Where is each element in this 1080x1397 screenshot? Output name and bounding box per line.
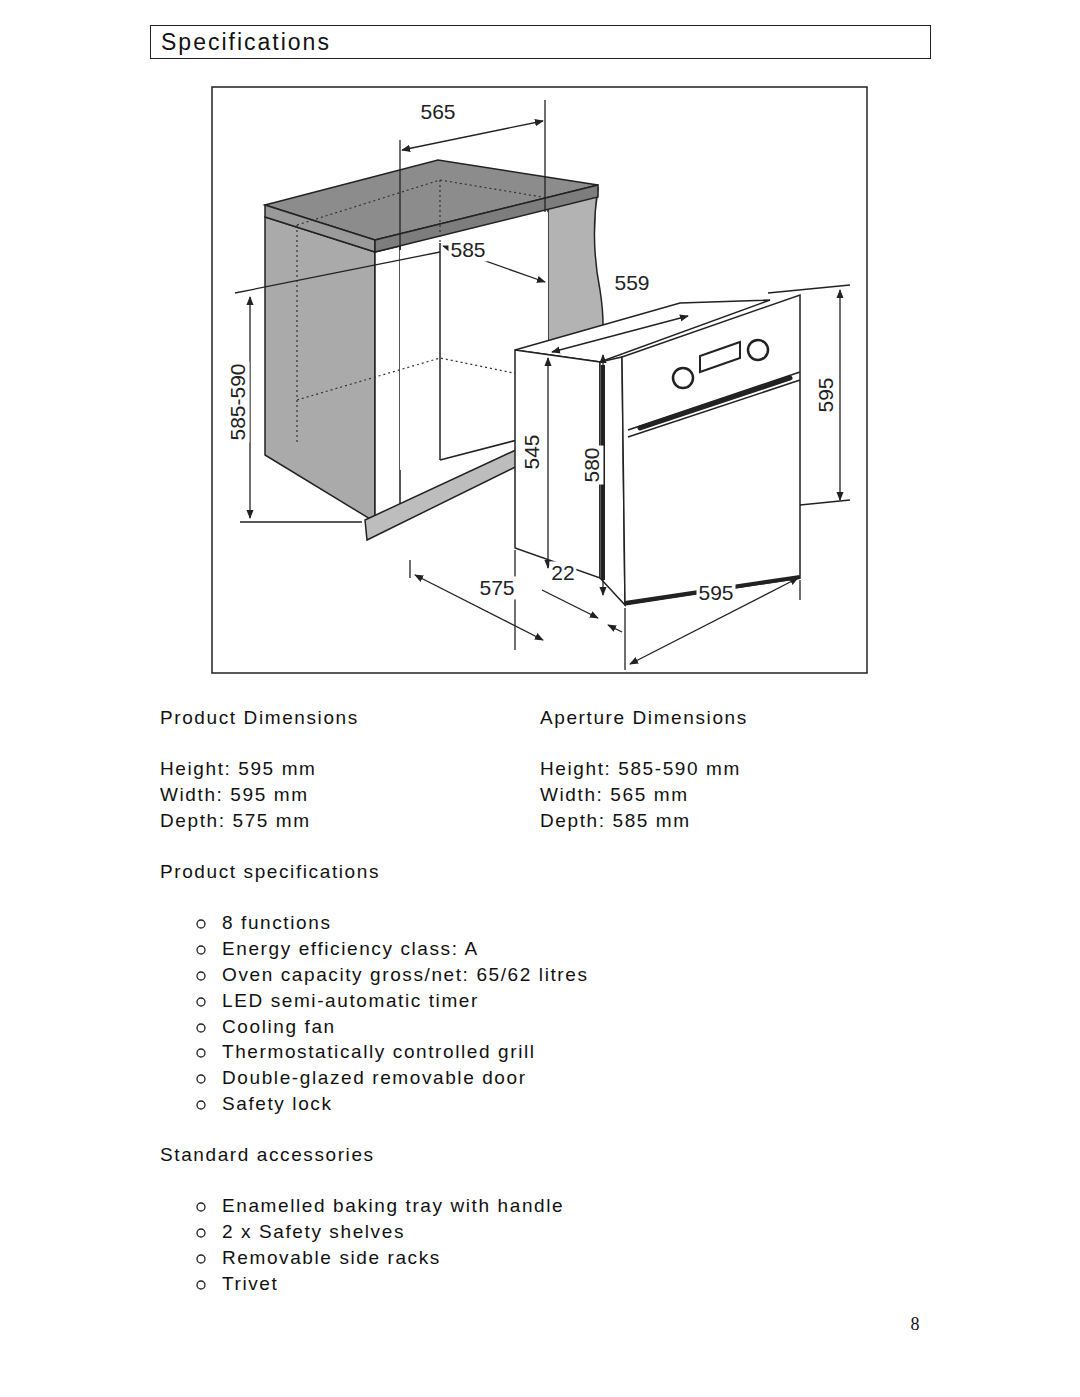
spec-text: Product Dimensions: [160, 708, 359, 729]
bullet: [197, 1075, 205, 1083]
spec-text: Cooling fan: [222, 1017, 336, 1038]
spec-text: Width: 595 mm: [160, 785, 309, 806]
spec-text: Width: 565 mm: [540, 785, 689, 806]
bullet: [197, 1049, 205, 1057]
dimension-label: 595: [696, 581, 735, 604]
spec-text: Trivet: [222, 1274, 278, 1295]
spec-text: Height: 585-590 mm: [540, 759, 741, 780]
dimension-label: 545: [520, 432, 543, 471]
page-title: Specifications: [151, 26, 930, 58]
spec-text: 2 x Safety shelves: [222, 1222, 405, 1243]
spec-text: Enamelled baking tray with handle: [222, 1196, 564, 1217]
bullet: [197, 972, 205, 980]
spec-text: Depth: 585 mm: [540, 811, 691, 832]
spec-text: Double-glazed removable door: [222, 1068, 527, 1089]
spec-text: Standard accessories: [160, 1145, 375, 1166]
bullet: [197, 1024, 205, 1032]
spec-text: Oven capacity gross/net: 65/62 litres: [222, 965, 589, 986]
spec-text: Thermostatically controlled grill: [222, 1042, 536, 1063]
dimension-label: 565: [418, 100, 457, 123]
spec-text: Aperture Dimensions: [540, 708, 748, 729]
spec-text: Energy efficiency class: A: [222, 939, 479, 960]
spec-text: Depth: 575 mm: [160, 811, 311, 832]
spec-text: Height: 595 mm: [160, 759, 317, 780]
spec-text: Product specifications: [160, 862, 380, 883]
dimension-label: 559: [612, 271, 651, 294]
dimension-label: 580: [580, 445, 603, 484]
bullet: [197, 946, 205, 954]
bullet: [197, 1255, 205, 1263]
bullet: [197, 1281, 205, 1289]
dimension-label: 595: [814, 375, 837, 414]
spec-text: Removable side racks: [222, 1248, 441, 1269]
oven: [515, 295, 800, 605]
dimension-label: 585: [448, 238, 487, 261]
page-number: 8: [911, 1315, 920, 1335]
bullet: [197, 1101, 205, 1109]
bullet: [197, 1203, 205, 1211]
spec-text: Safety lock: [222, 1094, 333, 1115]
bullet: [197, 920, 205, 928]
bullets: [197, 920, 205, 1289]
spec-text: LED semi-automatic timer: [222, 991, 479, 1012]
bullet: [197, 1229, 205, 1237]
spec-text: 8 functions: [222, 913, 332, 934]
title-box: Specifications: [150, 25, 931, 59]
figure-frame: [212, 87, 867, 673]
bullet: [197, 998, 205, 1006]
dimension-lines: [235, 100, 850, 670]
dimension-label: 585-590: [226, 361, 249, 442]
dimension-label: 575: [477, 576, 516, 599]
dimension-label: 22: [549, 561, 576, 584]
